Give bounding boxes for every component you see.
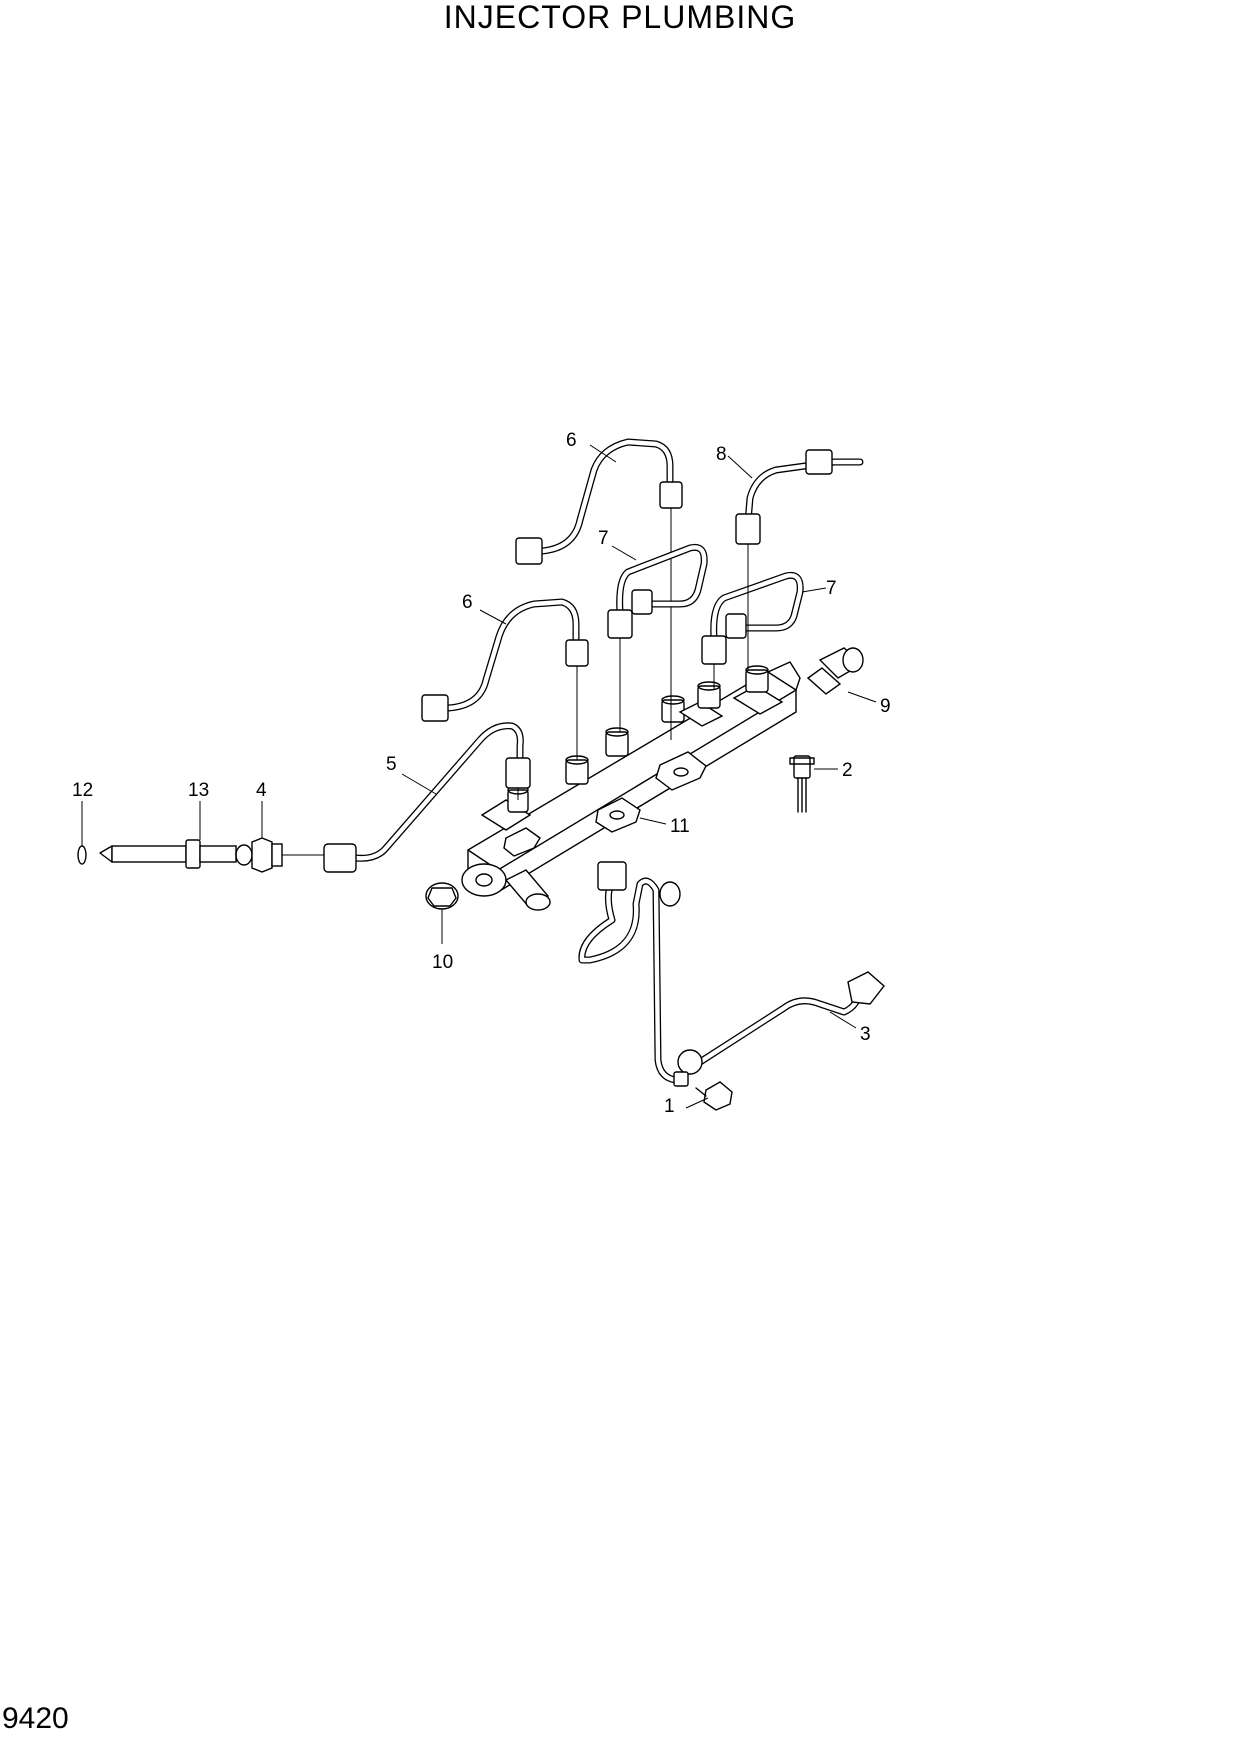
return-pipe-3 <box>578 861 885 1087</box>
pressure-sensor <box>806 647 864 695</box>
injection-pipe-6-lower <box>421 598 589 760</box>
plug-10 <box>425 882 459 910</box>
callout-13: 13 <box>188 780 209 801</box>
callout-2: 2 <box>842 760 853 781</box>
fuel-rail <box>461 661 801 897</box>
callout-3: 3 <box>860 1024 871 1045</box>
rail-ports <box>480 665 784 831</box>
injection-pipe-5 <box>323 722 531 873</box>
injection-pipe-6-upper <box>515 438 683 740</box>
injection-pipe-8 <box>735 449 864 670</box>
injection-pipe-7-upper <box>607 543 708 732</box>
callout-leaders <box>81 444 877 1109</box>
bolt-1 <box>695 1081 733 1111</box>
mounting-brackets <box>503 751 707 857</box>
page-number: 9420 <box>2 1702 69 1735</box>
callout-6-upper: 6 <box>566 430 577 451</box>
callout-6-lower: 6 <box>462 592 473 613</box>
callout-labels: 1 2 3 4 5 6 6 7 7 8 9 10 11 12 13 <box>72 430 891 1117</box>
rail-outlet <box>504 869 551 911</box>
callout-5: 5 <box>386 754 397 775</box>
callout-10: 10 <box>432 952 453 973</box>
callout-7-upper: 7 <box>598 528 609 549</box>
bolt-2 <box>789 755 815 813</box>
callout-9: 9 <box>880 696 891 717</box>
callout-7-lower: 7 <box>826 578 837 599</box>
callout-4: 4 <box>256 780 267 801</box>
page-title: INJECTOR PLUMBING <box>443 0 797 35</box>
injector-assembly <box>77 837 324 873</box>
callout-8: 8 <box>716 444 727 465</box>
injection-pipe-7-lower <box>701 571 804 690</box>
callout-12: 12 <box>72 780 93 801</box>
callout-11: 11 <box>670 816 690 837</box>
callout-1: 1 <box>664 1096 675 1117</box>
